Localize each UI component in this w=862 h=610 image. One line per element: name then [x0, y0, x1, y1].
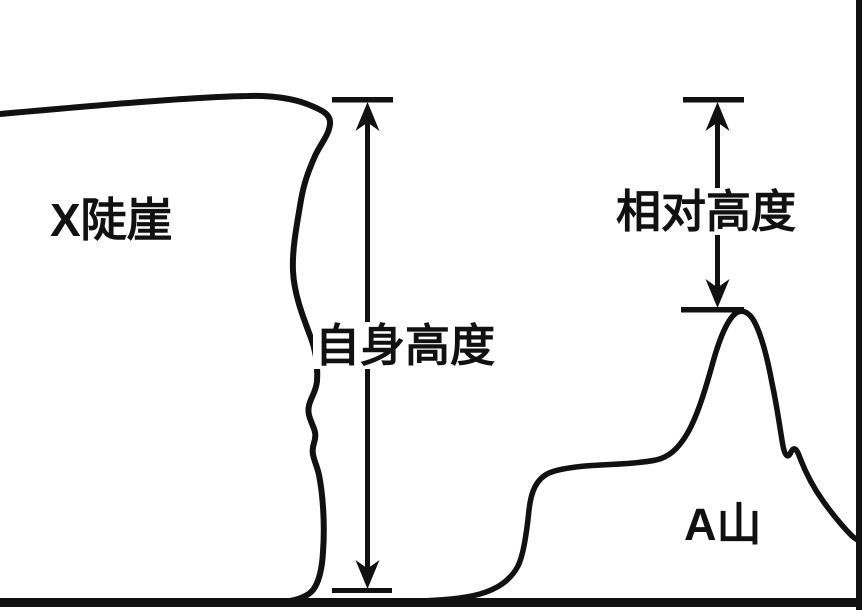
- self-height-top-tick: [332, 97, 393, 103]
- relative-height-arrowhead-down-icon: [705, 279, 730, 308]
- frame-right-border: [856, 0, 862, 610]
- self-height-arrowhead-down-icon: [355, 560, 380, 589]
- relative-height-label: 相对高度: [614, 186, 799, 237]
- relative-height-top-tick: [683, 97, 744, 103]
- cliff-outline: [0, 92, 334, 604]
- self-height-bottom-tick: [332, 588, 392, 593]
- relative-height-arrowhead-up-icon: [705, 102, 730, 131]
- mountain-label: A山: [684, 499, 762, 550]
- relative-height-bottom-tick: [681, 307, 744, 313]
- mountain-outline: [417, 308, 862, 604]
- self-height-arrowhead-up-icon: [355, 102, 380, 131]
- self-height-label: 自身高度: [313, 320, 498, 371]
- cliff-label: X陡崖: [50, 194, 173, 246]
